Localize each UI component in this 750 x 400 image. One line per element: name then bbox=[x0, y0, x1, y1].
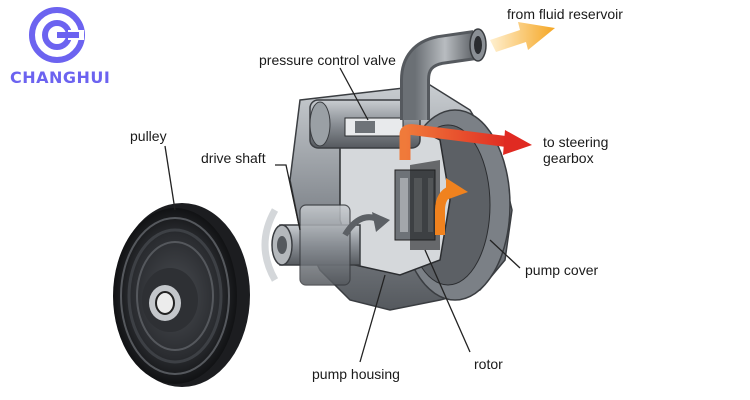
brand-name: CHANGHUI bbox=[10, 68, 111, 87]
leader-pump-housing bbox=[359, 274, 386, 363]
drive-shaft bbox=[261, 204, 390, 286]
pump-body bbox=[289, 84, 513, 311]
leader-pulley bbox=[164, 145, 176, 211]
label-pressure-control-valve: pressure control valve bbox=[259, 52, 396, 68]
leader-drive-shaft bbox=[275, 164, 301, 231]
label-pump-housing: pump housing bbox=[312, 366, 400, 382]
inflow-arrow bbox=[490, 22, 555, 52]
label-pump-cover: pump cover bbox=[525, 262, 599, 278]
label-pulley: pulley bbox=[130, 128, 167, 144]
label-gearbox: gearbox bbox=[543, 150, 594, 166]
leader-pump-cover bbox=[489, 239, 521, 269]
label-drive-shaft: drive shaft bbox=[201, 150, 266, 166]
outflow-arrow bbox=[399, 124, 532, 160]
pressure-control-valve bbox=[309, 99, 421, 149]
label-fluid-reservoir: from fluid reservoir bbox=[507, 6, 623, 22]
label-to-steering: to steering bbox=[543, 134, 609, 150]
inlet-pipe bbox=[400, 28, 487, 120]
leader-rotor bbox=[424, 249, 471, 353]
concentric-circle-logo-icon bbox=[29, 7, 85, 63]
rotor-flow-arrow bbox=[435, 178, 468, 235]
pulley bbox=[113, 203, 250, 387]
label-rotor: rotor bbox=[474, 356, 503, 372]
leader-pressure-valve bbox=[339, 67, 369, 121]
leader-lines bbox=[164, 67, 521, 363]
